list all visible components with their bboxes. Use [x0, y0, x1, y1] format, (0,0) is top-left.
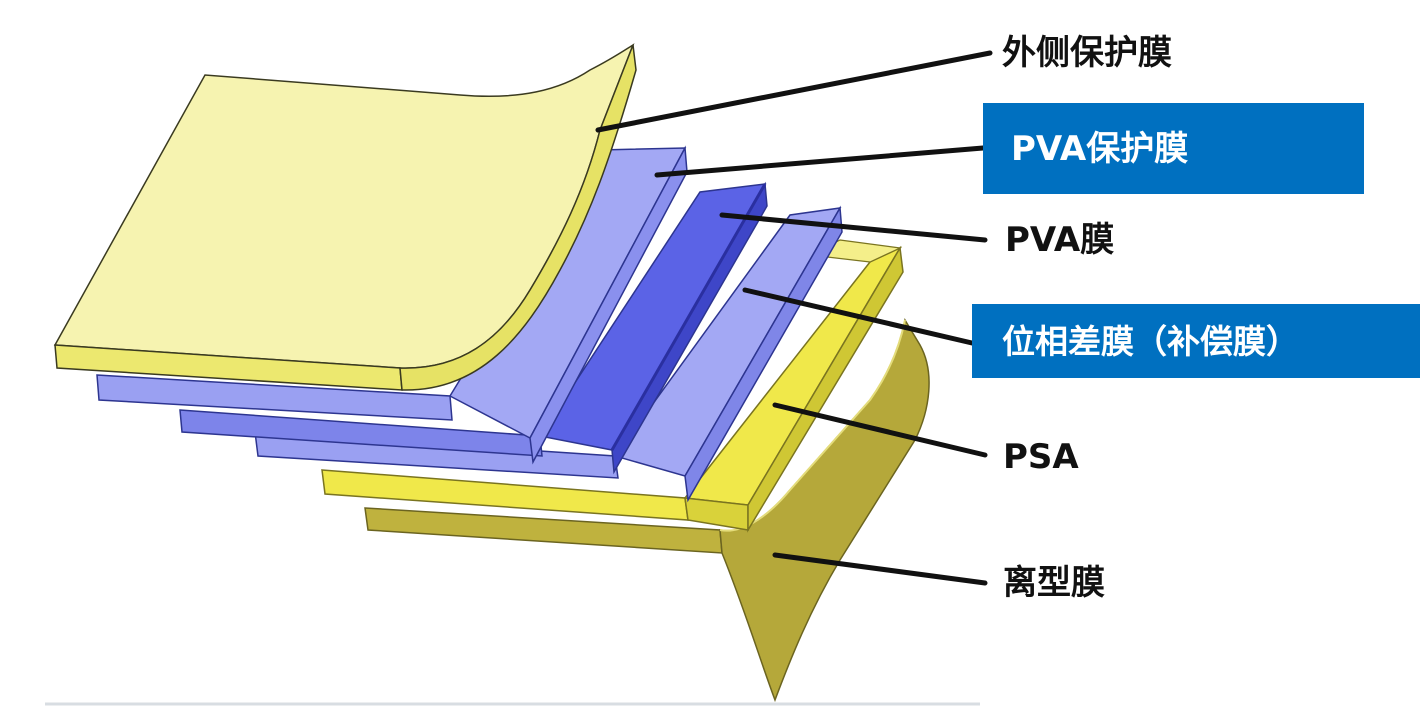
- pva-film-layer: [179, 181, 768, 475]
- label-release-film: 离型膜: [1003, 563, 1105, 603]
- label-outer-protective-film: 外侧保护膜: [1002, 33, 1172, 73]
- label-pva-protective-film: PVA保护膜: [983, 103, 1364, 194]
- label-pva-film: PVA膜: [1005, 220, 1115, 260]
- label-retarder-film: 位相差膜（补偿膜）: [972, 304, 1420, 378]
- pointer-outer-protective-film: [595, 50, 993, 133]
- label-psa: PSA: [1003, 437, 1079, 477]
- outer-protective-film-layer: [53, 43, 637, 391]
- pointer-pva-film: [719, 212, 988, 243]
- pointer-psa: [772, 402, 988, 458]
- pointer-pva-protective-film: [654, 145, 986, 178]
- pointer-lines: [595, 50, 993, 586]
- pointer-retarder-film: [742, 287, 975, 346]
- pointer-release-film: [772, 552, 988, 586]
- pva-protective-film-layer: [96, 145, 688, 465]
